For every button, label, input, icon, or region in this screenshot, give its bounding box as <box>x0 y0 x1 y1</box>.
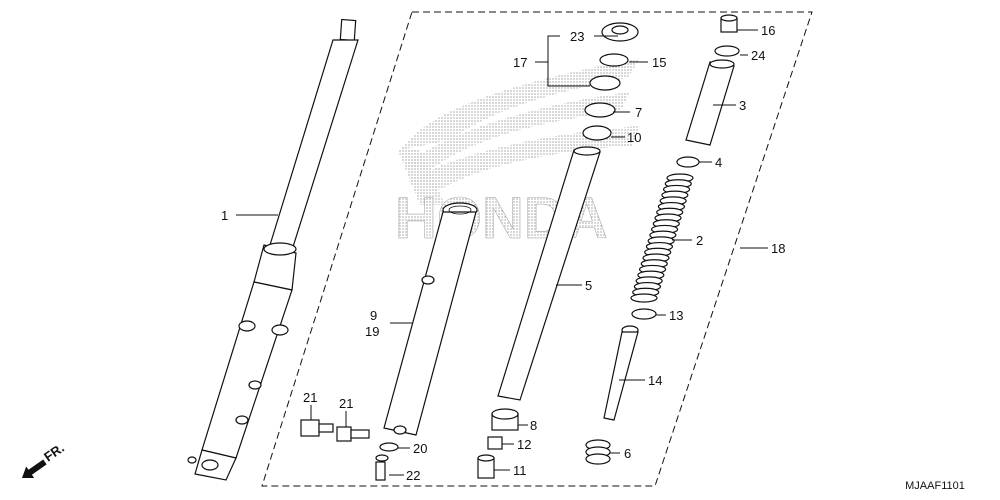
callout-18: 18 <box>771 241 785 256</box>
ring-part-15 <box>599 53 629 67</box>
callout-6: 6 <box>624 446 631 461</box>
leader-lines <box>236 29 768 476</box>
front-direction-label: FR. <box>41 440 67 464</box>
spring-part-6 <box>585 439 611 465</box>
callout-4: 4 <box>715 155 722 170</box>
bushing-part-10 <box>582 125 612 141</box>
ring-part-7 <box>584 102 616 118</box>
fork-slider-part-9 <box>383 202 478 436</box>
callout-7: 7 <box>635 105 642 120</box>
callout-15: 15 <box>652 55 666 70</box>
diagram-code: MJAAF1101 <box>905 480 965 492</box>
bolt-part-22 <box>375 454 389 481</box>
callout-20: 20 <box>413 441 427 456</box>
fork-bolt-part-16 <box>720 14 738 33</box>
washer-part-20 <box>379 442 399 452</box>
callout-17: 17 <box>513 55 527 70</box>
callout-12: 12 <box>517 437 531 452</box>
callout-10: 10 <box>627 130 641 145</box>
fork-pipe-part-5 <box>497 146 601 401</box>
front-direction-arrow-icon <box>22 459 47 478</box>
bolt-part-21-right <box>336 426 370 442</box>
honda-wing-watermark <box>398 58 640 205</box>
spacer-part-3 <box>685 59 735 146</box>
callout-2: 2 <box>696 233 703 248</box>
bolt-part-21-left <box>300 419 334 437</box>
bushing-part-8 <box>491 408 519 431</box>
assembly-frame <box>261 11 813 487</box>
fork-assembly-part-1 <box>187 18 359 481</box>
callout-11: 11 <box>513 463 527 478</box>
callout-8: 8 <box>530 418 537 433</box>
callout-19: 19 <box>365 324 379 339</box>
callout-5: 5 <box>585 278 592 293</box>
callout-3: 3 <box>739 98 746 113</box>
fork-spring-part-2 <box>630 173 694 303</box>
o-ring-part-24 <box>714 45 740 57</box>
callout-23: 23 <box>570 29 584 44</box>
callout-16: 16 <box>761 23 775 38</box>
callout-14: 14 <box>648 373 662 388</box>
callout-22: 22 <box>406 468 420 483</box>
callout-24: 24 <box>751 48 765 63</box>
seal-part-17 <box>589 75 621 91</box>
lock-piece-part-11 <box>477 454 495 479</box>
piston-rod-part-14 <box>603 325 639 421</box>
callout-21-left: 21 <box>303 390 317 405</box>
spring-part-12 <box>487 436 503 450</box>
callout-21-right: 21 <box>339 396 353 411</box>
top-seat-part-23 <box>601 22 639 42</box>
callout-1: 1 <box>221 208 228 223</box>
callout-13: 13 <box>669 308 683 323</box>
washer-part-13 <box>631 308 657 320</box>
washer-part-4 <box>676 156 700 168</box>
callout-9: 9 <box>370 308 377 323</box>
